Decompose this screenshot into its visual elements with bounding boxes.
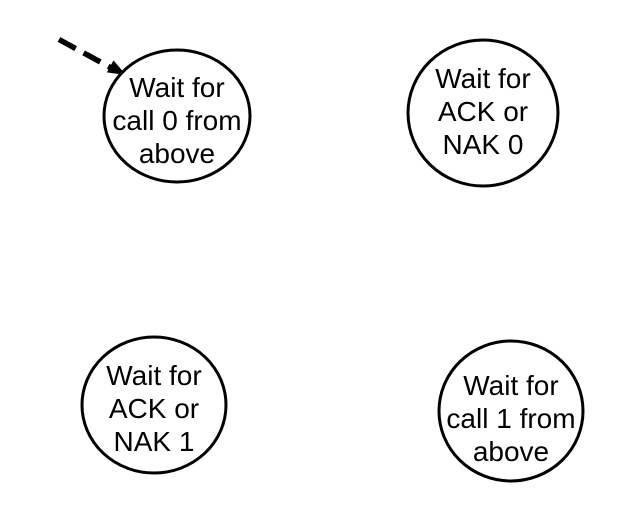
state-label-line: Wait for <box>106 360 201 391</box>
state-label-line: Wait for <box>435 63 530 94</box>
state-label-line: above <box>473 436 549 467</box>
state-circle <box>406 38 560 188</box>
state-circle <box>102 48 252 184</box>
state-circle <box>80 335 228 475</box>
state-node-wait-acknak-1: Wait for ACK or NAK 1 <box>80 335 228 475</box>
state-label-line: ACK or <box>438 96 528 127</box>
state-label-line: above <box>139 138 215 169</box>
state-label-line: NAK 0 <box>443 129 524 160</box>
state-label-line: Wait for <box>129 72 224 103</box>
state-node-wait-call-0: Wait for call 0 from above <box>102 48 252 184</box>
state-label-line: call 0 from <box>112 105 241 136</box>
state-label-line: Wait for <box>463 370 558 401</box>
state-label-line: call 1 from <box>446 403 575 434</box>
state-node-wait-call-1: Wait for call 1 from above <box>437 339 585 483</box>
state-label-line: NAK 1 <box>114 426 195 457</box>
initial-state-arrow-shaft <box>57 37 113 71</box>
state-label-line: ACK or <box>109 393 199 424</box>
initial-state-arrow <box>57 37 126 75</box>
state-circle <box>437 339 585 483</box>
state-node-wait-acknak-0: Wait for ACK or NAK 0 <box>406 38 560 188</box>
